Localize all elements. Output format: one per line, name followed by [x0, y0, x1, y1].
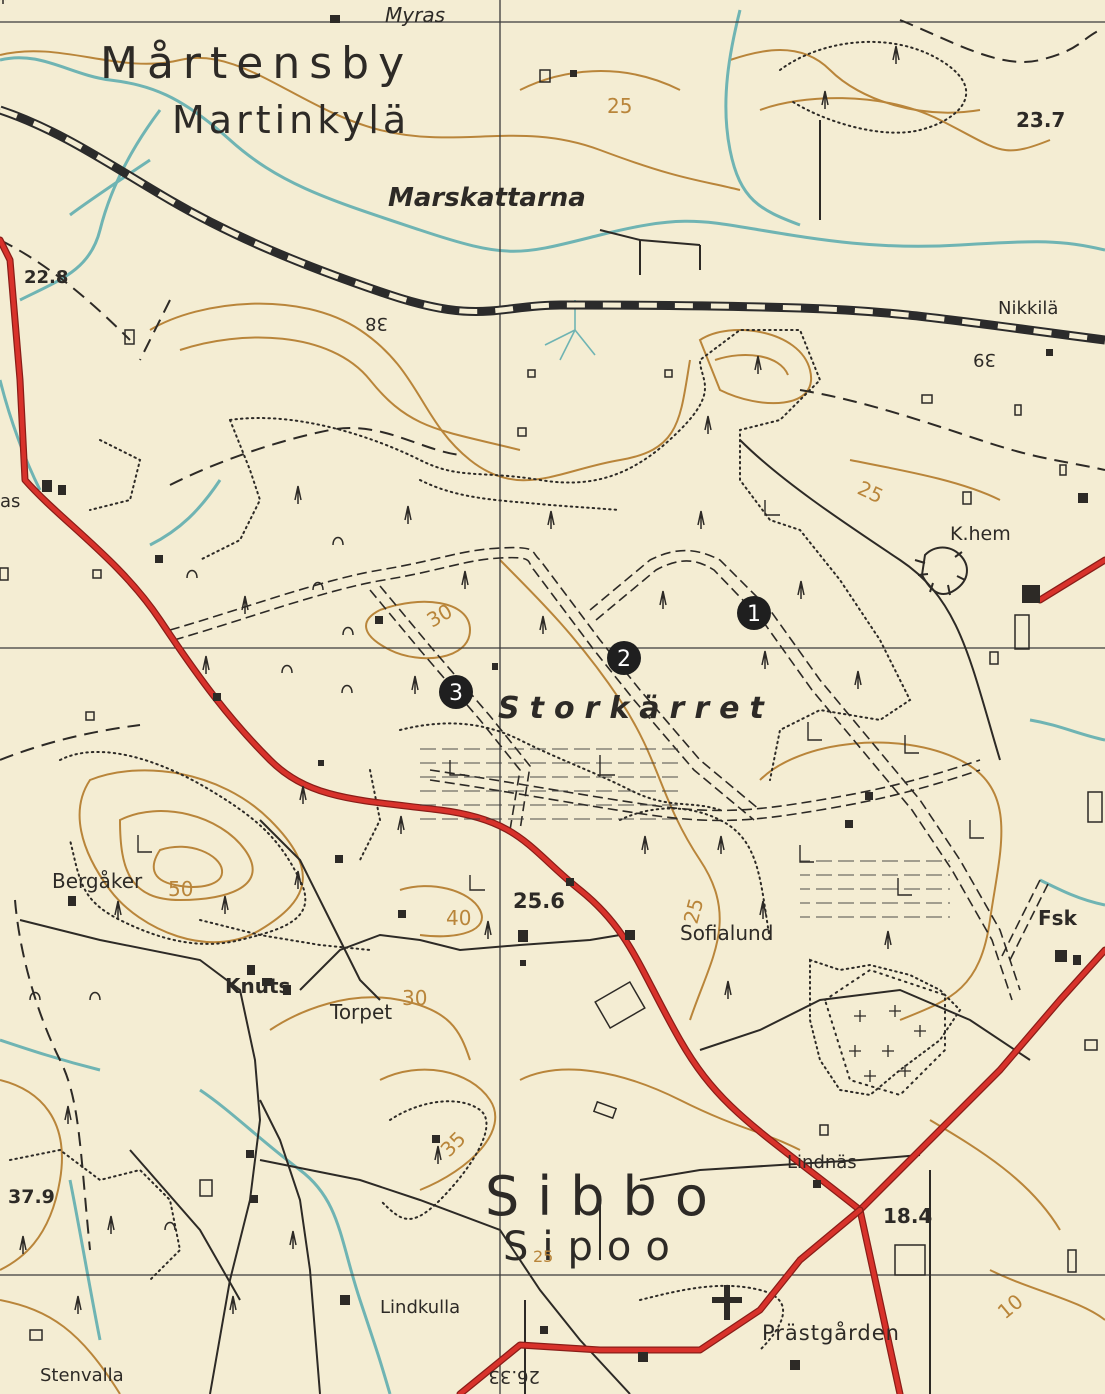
forest-symbols [0, 0, 900, 1315]
label-sofialund: Sofialund [680, 921, 773, 945]
label-prastgarden: Prästgården [762, 1320, 900, 1345]
label-as: as [0, 491, 20, 512]
marker-1[interactable]: 1 [737, 596, 771, 630]
label-sibbo: Sibbo [485, 1165, 726, 1228]
height-3: 25.6 [513, 889, 565, 913]
spot-heights: 22.8 23.7 25.6 37.9 18.4 [8, 108, 1065, 1228]
marsh-areas [137, 500, 984, 920]
forest-roads [169, 546, 1049, 1001]
building-outlines [0, 69, 1103, 1341]
railway [0, 105, 1105, 345]
place-labels: Mårtensby Martinkylä Marskattarna Myras … [0, 3, 1078, 1386]
marker-2-label: 2 [617, 647, 631, 672]
label-storkarret: Storkärret [498, 691, 774, 726]
label-fsk: Fsk [1038, 906, 1078, 930]
inverted-labels: 38 39 26.33 [365, 313, 996, 1387]
label-torpet: Torpet [329, 1000, 392, 1024]
inverted-label-2: 39 [973, 349, 996, 370]
label-marskattarna: Marskattarna [388, 183, 586, 213]
contour-label-7: 40 [446, 906, 471, 930]
height-1: 22.8 [24, 267, 68, 288]
cart-tracks [0, 19, 1105, 1251]
marker-3-label: 3 [449, 681, 463, 706]
label-nikkila: Nikkilä [998, 298, 1058, 319]
ditches [544, 300, 596, 361]
label-lindnas: Lindnäs [787, 1152, 857, 1173]
marker-1-label: 1 [747, 602, 761, 627]
streams [0, 9, 1105, 1394]
height-4: 37.9 [8, 1186, 55, 1208]
contour-label-10: 25 [533, 1247, 553, 1266]
cemetery [823, 968, 946, 1097]
contour-label-8: 50 [168, 877, 193, 901]
label-knuts: Knuts [225, 974, 290, 998]
height-5: 18.4 [883, 1204, 932, 1228]
label-sipoo: Sipoo [503, 1224, 684, 1270]
label-martensby: Mårtensby [100, 38, 413, 89]
minor-roads [19, 120, 1031, 1394]
pond-symbol [914, 546, 968, 596]
inverted-label-1: 38 [365, 313, 388, 334]
label-myras: Myras [385, 3, 445, 27]
label-martinkyla: Martinkylä [172, 98, 410, 142]
label-khem: K.hem [950, 523, 1011, 545]
height-2: 23.7 [1016, 108, 1065, 132]
label-stenvalla: Stenvalla [40, 1365, 124, 1386]
label-lindkulla: Lindkulla [380, 1297, 460, 1318]
buildings [42, 15, 1088, 1370]
contour-label-5: 30 [402, 986, 427, 1010]
church-icon [712, 1285, 742, 1320]
label-bergaker: Bergåker [52, 869, 143, 893]
contour-label-1: 25 [607, 94, 632, 118]
marker-2[interactable]: 2 [607, 641, 641, 675]
inverted-label-3: 26.33 [488, 1366, 540, 1387]
marker-3[interactable]: 3 [439, 675, 473, 709]
